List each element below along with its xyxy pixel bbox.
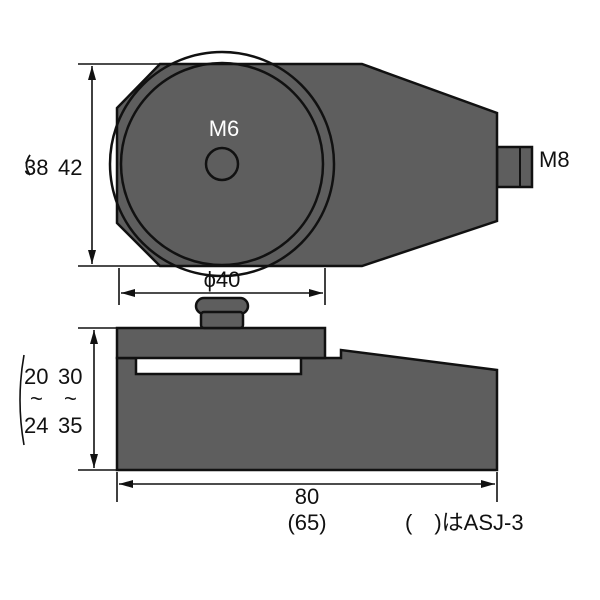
top-view: M6 M8 (108, 50, 570, 278)
top-view-body (115, 62, 499, 268)
height-alt-tilde: ~ (30, 386, 43, 411)
height-main-min-label: 30 (58, 364, 82, 389)
top-view-disc-outer (108, 50, 336, 278)
side-view-top-plate (115, 326, 327, 360)
width-dimension: 38 42 (24, 63, 160, 267)
length-main-label: 80 (295, 484, 319, 509)
height-main-tilde: ~ (64, 386, 77, 411)
top-view-disc-inner (119, 61, 325, 267)
side-view-base (115, 348, 499, 472)
side-thread-stud (495, 145, 534, 189)
height-alt-min-label: 20 (24, 364, 48, 389)
disc-diameter-dimension: ϕ40 (118, 267, 326, 305)
center-thread-label: M6 (209, 116, 240, 141)
model-note: ( )はASJ-3 (405, 510, 524, 535)
length-dimension: 80 (65) (116, 472, 498, 535)
disc-diameter-label: ϕ40 (204, 267, 241, 292)
side-thread-label: M8 (539, 147, 570, 172)
length-alt-label: (65) (287, 510, 326, 535)
side-view (115, 296, 499, 472)
height-dimension: 30 ~ 35 20 ~ 24 (19, 327, 117, 471)
height-main-max-label: 35 (58, 413, 82, 438)
center-thread-hole (204, 146, 240, 182)
height-alt-max-label: 24 (24, 413, 48, 438)
width-main-label: 42 (58, 155, 82, 180)
adjust-screw-collar (199, 310, 245, 330)
